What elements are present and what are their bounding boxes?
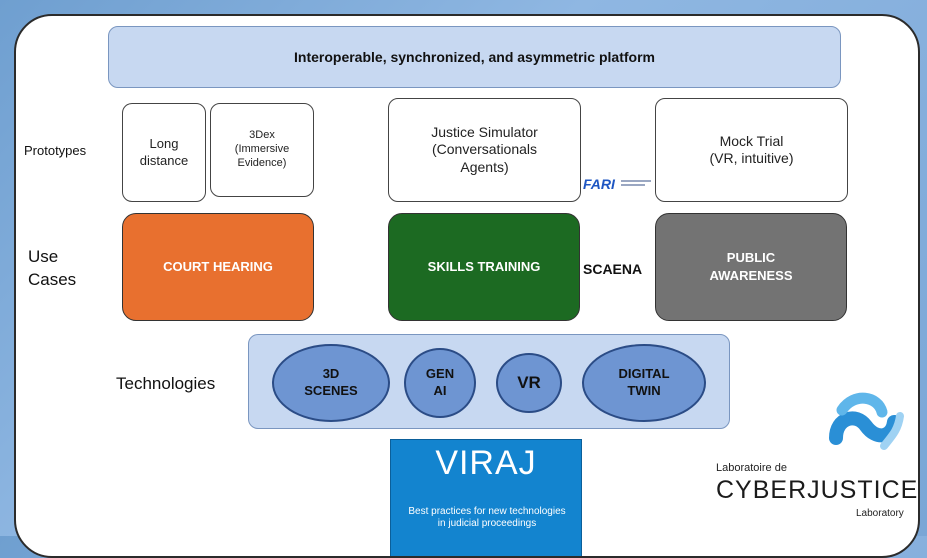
fari-tagline-graphic	[621, 180, 652, 186]
prototype-long-distance: Long distance	[122, 103, 206, 202]
cyberjustice-line1: Laboratoire de	[716, 462, 787, 474]
prototype-3dex: 3Dex (Immersive Evidence)	[210, 103, 314, 197]
prototype-justice-simulator: Justice Simulator (Conversationals Agent…	[388, 98, 581, 202]
tech-3d-scenes: 3D SCENES	[272, 344, 390, 422]
viraj-subtitle: Best practices for new technologies in j…	[408, 506, 566, 529]
fari-logo: FARI	[583, 176, 657, 194]
cyberjustice-line2: Laboratory	[856, 508, 904, 519]
scaena-label: SCAENA	[583, 261, 643, 277]
cyberjustice-name: CYBERJUSTICE	[716, 476, 919, 504]
use-case-court-hearing: COURT HEARING	[122, 213, 314, 321]
viraj-box: VIRAJ Best practices for new technologie…	[390, 439, 582, 556]
tech-vr: VR	[496, 353, 562, 413]
platform-banner: Interoperable, synchronized, and asymmet…	[108, 26, 841, 88]
fari-logo-text: FARI	[583, 176, 615, 192]
use-case-skills-training: SKILLS TRAINING	[388, 213, 580, 321]
tech-digital-twin: DIGITAL TWIN	[582, 344, 706, 422]
diagram-frame: Interoperable, synchronized, and asymmet…	[14, 14, 920, 558]
tech-gen-ai: GEN AI	[404, 348, 476, 418]
row-label-prototypes: Prototypes	[24, 143, 87, 158]
use-case-public-awareness: PUBLIC AWARENESS	[655, 213, 847, 321]
row-label-use-cases: Use Cases	[28, 247, 77, 289]
prototype-mock-trial: Mock Trial (VR, intuitive)	[655, 98, 848, 202]
row-label-technologies: Technologies	[116, 374, 216, 393]
cyberjustice-logo-icon	[829, 392, 904, 450]
viraj-title: VIRAJ	[435, 444, 537, 482]
